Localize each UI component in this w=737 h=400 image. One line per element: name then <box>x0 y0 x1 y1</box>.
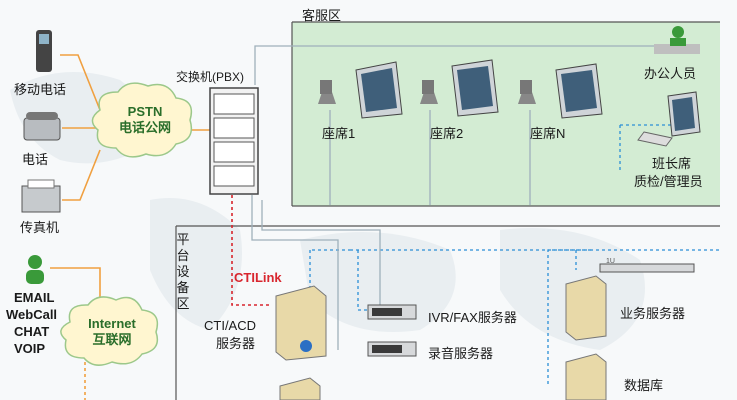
pbx-label: 交换机(PBX) <box>176 70 245 84</box>
pbx-tower <box>209 87 259 195</box>
database-label: 数据库 <box>624 378 664 393</box>
channel-chat: CHAT <box>14 324 50 339</box>
gray-connections <box>251 45 700 350</box>
pstn-cloud-shape <box>91 82 193 158</box>
internet-cloud-label: Internet 互联网 <box>66 316 158 348</box>
recording-rack <box>367 341 417 357</box>
person-device <box>26 255 44 284</box>
business-server-label: 业务服务器 <box>620 306 686 321</box>
office-worker <box>654 26 700 54</box>
customer-service-zone-label: 客服区 <box>302 8 342 23</box>
pstn-cloud-label: PSTN 电话公网 <box>100 104 190 136</box>
seat-n-label: 座席N <box>530 126 566 141</box>
mobile-phone-device <box>36 30 52 72</box>
phone-label: 电话 <box>22 152 49 167</box>
ctilink-line <box>231 195 270 306</box>
pstn-cloud-line1: PSTN <box>127 104 163 119</box>
seat-1-label: 座席1 <box>322 126 356 141</box>
platform-zone-label: 平台设备区 <box>176 232 190 311</box>
top-rack-unit <box>599 263 695 273</box>
fax-device <box>21 179 61 213</box>
supervisor-label-line1: 班长席 <box>652 156 692 171</box>
agent-workstation-2 <box>420 59 499 117</box>
ivr-fax-rack <box>367 304 417 320</box>
cti-acd-server <box>275 285 327 361</box>
cti-acd-label-line1: CTI/ACD <box>204 318 256 333</box>
agent-workstation-n <box>518 63 603 119</box>
database-server <box>565 353 607 400</box>
internet-cloud-shape <box>60 296 159 366</box>
channel-webcall: WebCall <box>6 307 58 322</box>
cti-acd-label-line2: 服务器 <box>216 336 256 351</box>
supervisor-label-line2: 质检/管理员 <box>634 174 703 189</box>
agent-workstation-1 <box>318 61 403 119</box>
ivr-fax-label: IVR/FAX服务器 <box>428 310 517 325</box>
supervisor-workstation <box>637 91 701 147</box>
office-staff-label: 办公人员 <box>644 66 697 81</box>
recording-server-label: 录音服务器 <box>428 346 494 361</box>
ctilink-label: CTILink <box>234 270 282 285</box>
rack-unit-label: 1U <box>606 258 615 265</box>
internet-cloud-line2: 互联网 <box>92 332 132 347</box>
seat-2-label: 座席2 <box>430 126 464 141</box>
fax-label: 传真机 <box>20 220 60 235</box>
phone-device <box>23 112 61 141</box>
channel-voip: VOIP <box>14 341 46 356</box>
business-server <box>565 275 607 341</box>
channel-email: EMAIL <box>14 290 55 305</box>
internet-cloud-line1: Internet <box>88 316 136 331</box>
pstn-cloud-line2: 电话公网 <box>118 120 171 135</box>
mobile-phone-label: 移动电话 <box>14 82 67 97</box>
bottom-server <box>279 377 321 400</box>
